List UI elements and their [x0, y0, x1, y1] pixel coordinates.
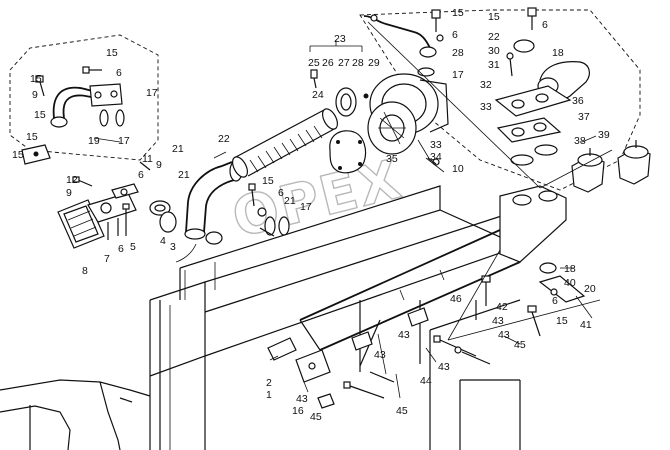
callout-38: 37	[578, 111, 590, 123]
callout-30: 30	[488, 45, 500, 57]
callout-15d: 15	[488, 11, 500, 23]
callout-6b: 6	[138, 169, 144, 181]
callout-4: 4	[160, 235, 166, 247]
engine-block	[0, 185, 521, 450]
callout-8: 8	[82, 265, 88, 277]
callout-26: 27	[338, 57, 350, 69]
callout-33: 33	[480, 101, 492, 113]
callout-43b: 43	[398, 329, 410, 341]
water-manifold	[267, 185, 586, 409]
callout-13: 15	[34, 109, 46, 121]
callout-45c: 45	[310, 411, 322, 423]
callout-42: 41	[580, 319, 592, 331]
callout-1: 1	[266, 389, 272, 401]
callout-6: 6	[116, 67, 122, 79]
outlet-housing	[494, 7, 651, 193]
callout-37: 36	[572, 95, 584, 107]
callout-6g: 6	[552, 295, 558, 307]
callout-47: 46	[450, 293, 462, 305]
callout-10b: 12	[66, 174, 78, 186]
callout-9d: 10	[452, 163, 464, 175]
callout-22b: 23	[334, 33, 346, 45]
callout-17c: 17	[452, 69, 464, 81]
callout-11: 15	[12, 149, 24, 161]
callout-21b: 22	[488, 31, 500, 43]
callout-15e: 15	[556, 315, 568, 327]
callout-25: 26	[322, 57, 334, 69]
callout-9: 9	[32, 89, 38, 101]
callout-24: 25	[308, 57, 320, 69]
small-fasteners-center	[248, 183, 290, 237]
callout-32: 32	[480, 79, 492, 91]
callout-17b: 17	[300, 201, 312, 213]
callout-19: 21	[172, 143, 184, 155]
callout-15: 15	[106, 47, 118, 59]
callout-labels: 15 15 6 9 17 15 15 19 17 15 11 9 6 21 12…	[12, 7, 610, 423]
callout-45b: 44	[420, 375, 432, 387]
callout-41: 40	[564, 277, 576, 289]
callout-17e: 18	[564, 263, 576, 275]
callout-9c: 9	[66, 187, 72, 199]
callout-46b: 45	[396, 405, 408, 417]
callout-6d: 6	[278, 187, 284, 199]
callout-35: 34	[430, 151, 442, 163]
callout-3: 3	[170, 241, 176, 253]
callout-2: 2	[266, 377, 272, 389]
callout-15b: 15	[262, 175, 274, 187]
callout-28: 29	[368, 57, 380, 69]
callout-12: 15	[26, 131, 38, 143]
callout-7: 7	[104, 253, 110, 265]
callout-15f: 16	[292, 405, 304, 417]
callout-17: 17	[118, 135, 130, 147]
callout-34: 33	[430, 139, 442, 151]
callout-22a: 22	[218, 133, 230, 145]
callout-17d: 18	[552, 47, 564, 59]
callout-9b: 9	[156, 159, 162, 171]
callout-40: 39	[598, 129, 610, 141]
callout-10a: 11	[142, 153, 153, 165]
detail-box-left	[9, 34, 159, 161]
callout-36: 35	[386, 153, 398, 165]
turbocharger	[310, 69, 449, 174]
callout-23: 24	[312, 89, 324, 101]
leader-lines	[93, 21, 613, 399]
callout-29: 28	[452, 47, 464, 59]
callout-16: 17	[146, 87, 158, 99]
callout-45a: 43	[498, 329, 510, 341]
callout-43e: 43	[296, 393, 308, 405]
callout-44: 43	[492, 315, 504, 327]
callout-14: 15	[30, 73, 42, 85]
callout-43a: 42	[496, 301, 508, 313]
callout-46a: 45	[514, 339, 526, 351]
callout-15c: 15	[452, 7, 464, 19]
callout-6c: 6	[118, 243, 124, 255]
callout-6f: 6	[542, 19, 548, 31]
callout-6e: 6	[452, 29, 458, 41]
callout-20: 21	[178, 169, 190, 181]
callout-43d: 43	[438, 361, 450, 373]
callout-43c: 43	[374, 349, 386, 361]
callout-27: 28	[352, 57, 364, 69]
flange-assembly-left	[57, 161, 171, 249]
callout-31: 31	[488, 59, 500, 71]
callout-39: 38	[574, 135, 586, 147]
callout-18b: 20	[584, 283, 596, 295]
callout-18: 19	[88, 135, 100, 147]
pipe-assembly-left	[21, 66, 125, 165]
callout-21a: 21	[284, 195, 296, 207]
corrugated-hose	[232, 108, 338, 178]
callout-5: 5	[130, 241, 136, 253]
